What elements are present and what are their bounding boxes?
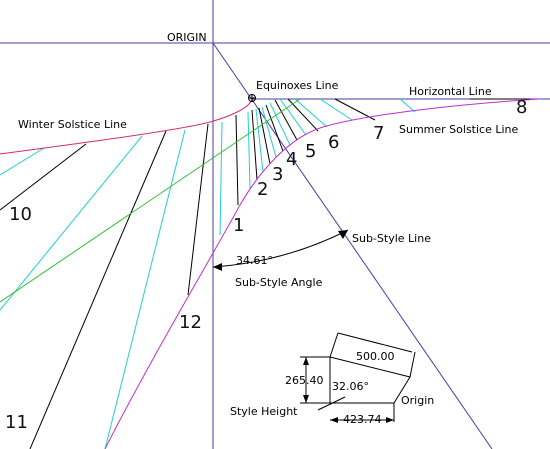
dim-height: 265.40 — [285, 374, 324, 387]
inset-dim-hyp-ext1 — [329, 332, 339, 358]
inset-arrowheads — [303, 357, 394, 423]
hour-lines — [0, 98, 530, 449]
sub-style-angle-label: Sub-Style Angle — [235, 276, 323, 289]
inset-dim-hyp — [337, 332, 413, 353]
winter-solstice-curve — [0, 99, 253, 155]
half-hour-line — [279, 98, 307, 136]
arc-arrow-right-icon — [338, 230, 348, 239]
hour-label-12: 12 — [179, 312, 202, 333]
arc-arrow-left-icon — [213, 263, 222, 271]
hour-label-8: 8 — [516, 97, 527, 118]
hour-label-11: 11 — [5, 412, 28, 433]
summer-solstice-curve — [104, 98, 541, 449]
style-height-label: Style Height — [230, 405, 298, 418]
hour-label-3: 3 — [272, 164, 283, 185]
half-hour-line — [269, 102, 291, 146]
hour-line-7 — [334, 98, 376, 121]
hour-label-6: 6 — [328, 132, 339, 153]
hour-line-5 — [274, 99, 298, 141]
dim-base: 423.74 — [343, 413, 382, 426]
half-hour-line — [104, 129, 186, 449]
half-hour-line — [247, 111, 251, 189]
hour-line-2 — [251, 109, 258, 181]
hour-line-3 — [258, 107, 271, 165]
hour-label-10: 10 — [9, 204, 32, 225]
dim-hypotenuse: 500.00 — [356, 350, 395, 363]
inset-dim-hyp-ext2 — [409, 351, 416, 378]
half-hour-line — [399, 98, 416, 113]
hour-line-1 — [235, 114, 239, 206]
half-hour-line — [255, 108, 264, 173]
equinoxes-line — [0, 98, 301, 303]
half-hour-line — [261, 106, 277, 158]
sub-style-angle-value: 34.61° — [236, 254, 273, 267]
half-hour-line — [0, 135, 143, 311]
hour-label-4: 4 — [286, 149, 297, 170]
half-hour-line — [0, 147, 45, 176]
sub-style-line-label: Sub-Style Line — [352, 232, 431, 245]
winter-solstice-label: Winter Solstice Line — [18, 118, 127, 131]
hour-line-12 — [187, 123, 209, 296]
hour-line-10 — [0, 143, 87, 211]
half-hour-line — [219, 121, 223, 236]
origin-inset-label: Origin — [401, 394, 434, 407]
inset-leader — [317, 396, 346, 411]
gnomon-marker-icon — [248, 94, 256, 102]
half-hour-lines — [0, 98, 416, 449]
sub-style-angle-arc — [212, 229, 349, 268]
hour-label-1: 1 — [233, 215, 244, 236]
hour-label-5: 5 — [305, 141, 316, 162]
hour-line-4 — [265, 104, 284, 152]
half-hour-line — [319, 98, 353, 121]
horizontal-line-label: Horizontal Line — [409, 85, 492, 98]
hour-label-7: 7 — [373, 123, 384, 144]
half-hour-line — [294, 98, 328, 128]
hour-label-2: 2 — [257, 179, 268, 200]
equinoxes-line-label: Equinoxes Line — [256, 79, 339, 92]
summer-solstice-label: Summer Solstice Line — [399, 123, 519, 136]
hour-line-11 — [29, 130, 167, 449]
origin-top-label: ORIGIN — [167, 31, 207, 44]
dim-angle: 32.06° — [332, 380, 369, 393]
